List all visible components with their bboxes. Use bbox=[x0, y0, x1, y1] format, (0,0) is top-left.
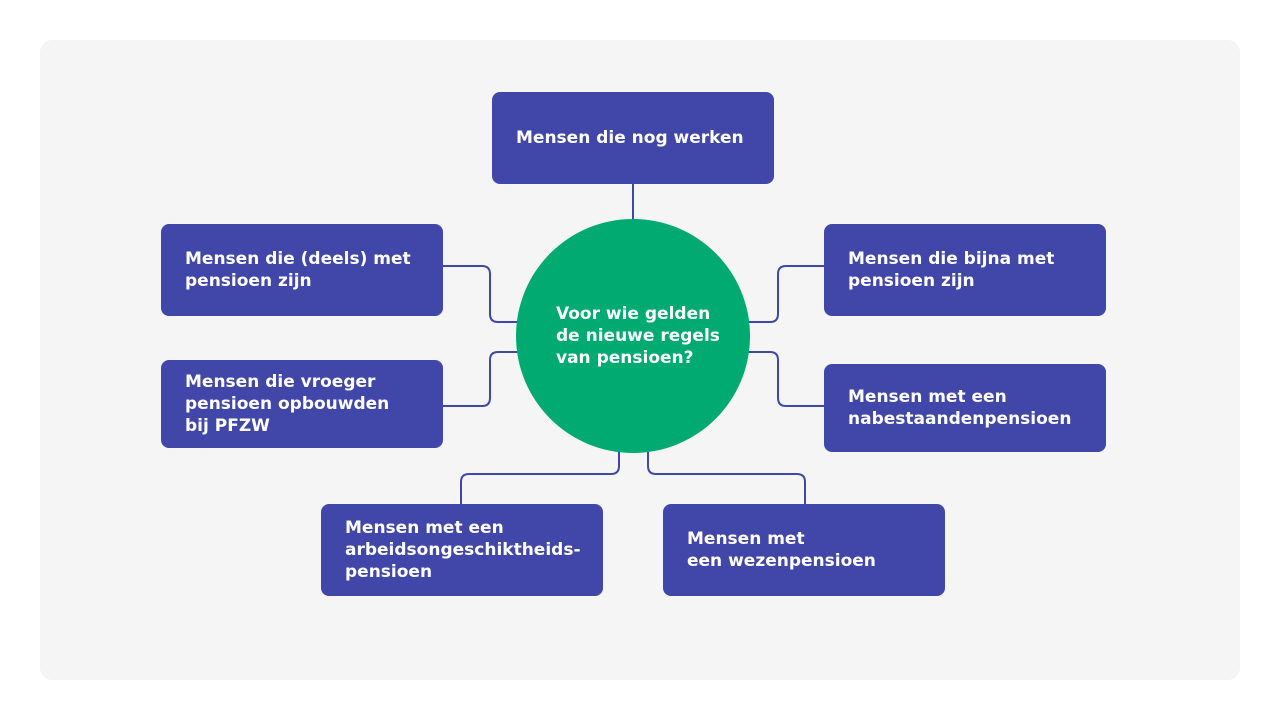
node-survivor-pension: Mensen met een nabestaandenpensioen bbox=[824, 364, 1106, 452]
connector-bottom-right bbox=[647, 452, 806, 504]
node-retired: Mensen die (deels) met pensioen zijn bbox=[161, 224, 443, 316]
connector-left-lower bbox=[442, 351, 518, 407]
node-disability-pension: Mensen met een arbeidsongeschiktheids- p… bbox=[321, 504, 603, 596]
center-question-label: Voor wie gelden de nieuwe regels van pen… bbox=[556, 304, 720, 368]
center-question-circle: Voor wie gelden de nieuwe regels van pen… bbox=[516, 219, 750, 453]
node-still-working: Mensen die nog werken bbox=[492, 92, 774, 184]
node-previously-accrued-pfzw: Mensen die vroeger pensioen opbouwden bi… bbox=[161, 360, 443, 448]
connector-left-upper bbox=[442, 265, 518, 323]
connector-bottom-left bbox=[460, 452, 620, 504]
connector-right-lower bbox=[748, 351, 824, 407]
node-orphan-pension: Mensen met een wezenpensioen bbox=[663, 504, 945, 596]
connector-right-upper bbox=[748, 265, 824, 323]
node-nearly-retired: Mensen die bijna met pensioen zijn bbox=[824, 224, 1106, 316]
